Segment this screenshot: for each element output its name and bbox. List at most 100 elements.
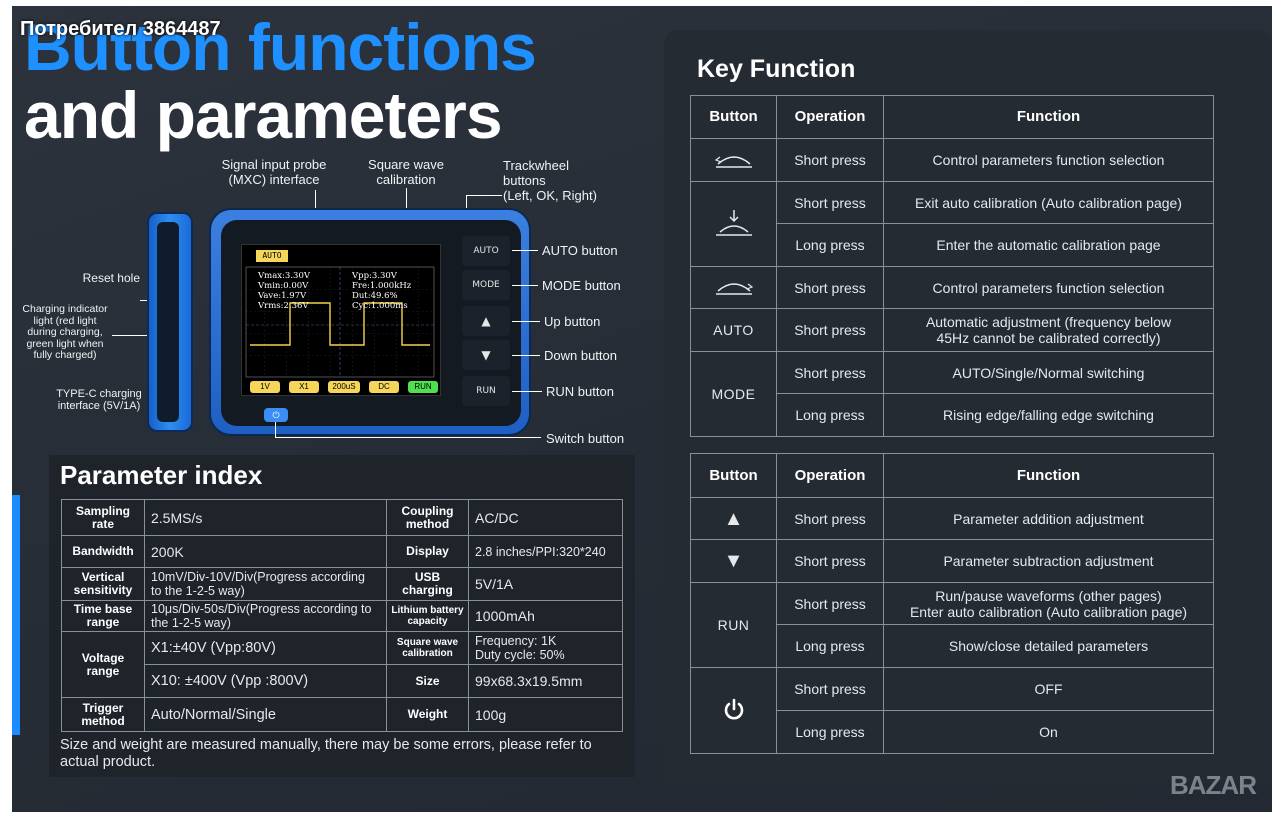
table-row: Short press OFF [690,667,1214,754]
trackwheel-right-icon [690,266,777,309]
table-row: Bandwidth 200K Display 2.8 inches/PPI:32… [61,535,623,568]
trackwheel-left-icon [690,138,777,182]
device-down-key[interactable]: ▼ [462,340,510,370]
table-row: Long press Rising edge/falling edge swit… [691,393,1214,437]
table-row: ▲ Short press Parameter addition adjustm… [690,497,1214,540]
mode-button-label: MODE [690,351,777,437]
param-key: Bandwidth [61,535,145,568]
device-up-key[interactable]: ▲ [462,306,510,336]
function-cell: Automatic adjustment (frequency below 45… [883,308,1214,352]
watermark-user: Потребител 3864487 [20,18,221,40]
param-value: X10: ±400V (Vpp :800V) [144,664,387,698]
operation-cell: Short press [776,308,884,352]
header-function: Function [883,95,1214,139]
function-cell: Exit auto calibration (Auto calibration … [883,181,1214,224]
operation-cell: Short press [776,667,884,711]
key-function-title: Key Function [697,55,856,83]
operation-cell: Long press [776,393,884,437]
operation-cell: Short press [776,497,884,540]
screen-chip-coupling: DC [369,381,399,393]
hero-title-line2: and parameters [24,78,503,152]
operation-cell: Short press [776,582,884,625]
operation-cell: Short press [776,181,884,224]
leader-line [512,391,542,392]
param-key: Display [386,535,469,568]
operation-cell: Short press [776,351,884,394]
operation-cell: Long press [776,710,884,754]
function-cell: Show/close detailed parameters [883,624,1214,668]
leader-line [512,285,538,286]
operation-cell: Long press [776,223,884,267]
run-button-label: RUN [690,582,777,668]
trackwheel-press-icon [690,181,777,267]
key-function-table-2: Button Operation Function ▲ Short press … [690,453,1214,754]
key-function-table-1: Button Operation Function Short press Co… [690,95,1214,437]
function-cell: Control parameters function selection [883,266,1214,309]
label-signal-probe: Signal input probe(MXC) interface [221,157,327,187]
param-value: 99x68.3x19.5mm [468,664,623,698]
screen-chip-run: RUN [408,381,438,393]
table-row: Long press Enter the automatic calibrati… [691,223,1214,267]
bazar-logo: BAZAR [1170,770,1257,800]
parameter-note: Size and weight are measured manually, t… [60,737,592,770]
table-row: Short press Control parameters function … [690,138,1214,182]
parameter-index-title: Parameter index [60,460,263,490]
header-operation: Operation [776,95,884,139]
param-value: Auto/Normal/Single [144,697,387,732]
screen-auto-badge: AUTO [256,250,288,262]
param-value: 200K [144,535,387,568]
screen-chip-probe: X1 [289,381,319,393]
device-auto-key[interactable]: AUTO [462,236,510,266]
triangle-down-icon: ▼ [690,539,777,583]
param-value: 5V/1A [468,567,623,601]
triangle-up-icon: ▲ [690,497,777,540]
screen-chip-row: 1V X1 200uS DC RUN [250,381,438,393]
table-row: AUTO Short press Automatic adjustment (f… [690,308,1214,352]
screen-grid [245,266,435,378]
leader-line [275,437,541,438]
label-down-button: Down button [544,348,617,363]
device-power-key[interactable]: ⏻ [264,408,288,422]
leader-line [512,355,540,356]
header-button: Button [690,95,777,139]
power-icon: ⏻ [272,410,280,420]
table-row: Long press On [691,710,1214,754]
param-value: 100g [468,697,623,732]
header-button: Button [690,453,777,498]
label-mode-button: MODE button [542,278,621,293]
triangle-up-icon: ▲ [481,314,491,328]
hero-title-line1: Button functions [24,10,537,84]
side-panel [157,222,179,422]
table-row: RUN Short press Run/pause waveforms (oth… [690,582,1214,668]
label-charging-indicator: Charging indicator light (red light duri… [22,303,108,361]
table-row: Short press Control parameters function … [690,266,1214,309]
leader-line [315,190,316,212]
oscilloscope-side-view [147,212,193,432]
device-run-key[interactable]: RUN [462,376,510,406]
function-cell: On [883,710,1214,754]
leader-line [112,335,156,336]
operation-cell: Short press [776,266,884,309]
power-icon [690,667,777,754]
param-key: Weight [386,697,469,732]
device-mode-key[interactable]: MODE [462,270,510,300]
param-value: 1000mAh [468,600,623,632]
label-switch-button: Switch button [546,431,625,446]
